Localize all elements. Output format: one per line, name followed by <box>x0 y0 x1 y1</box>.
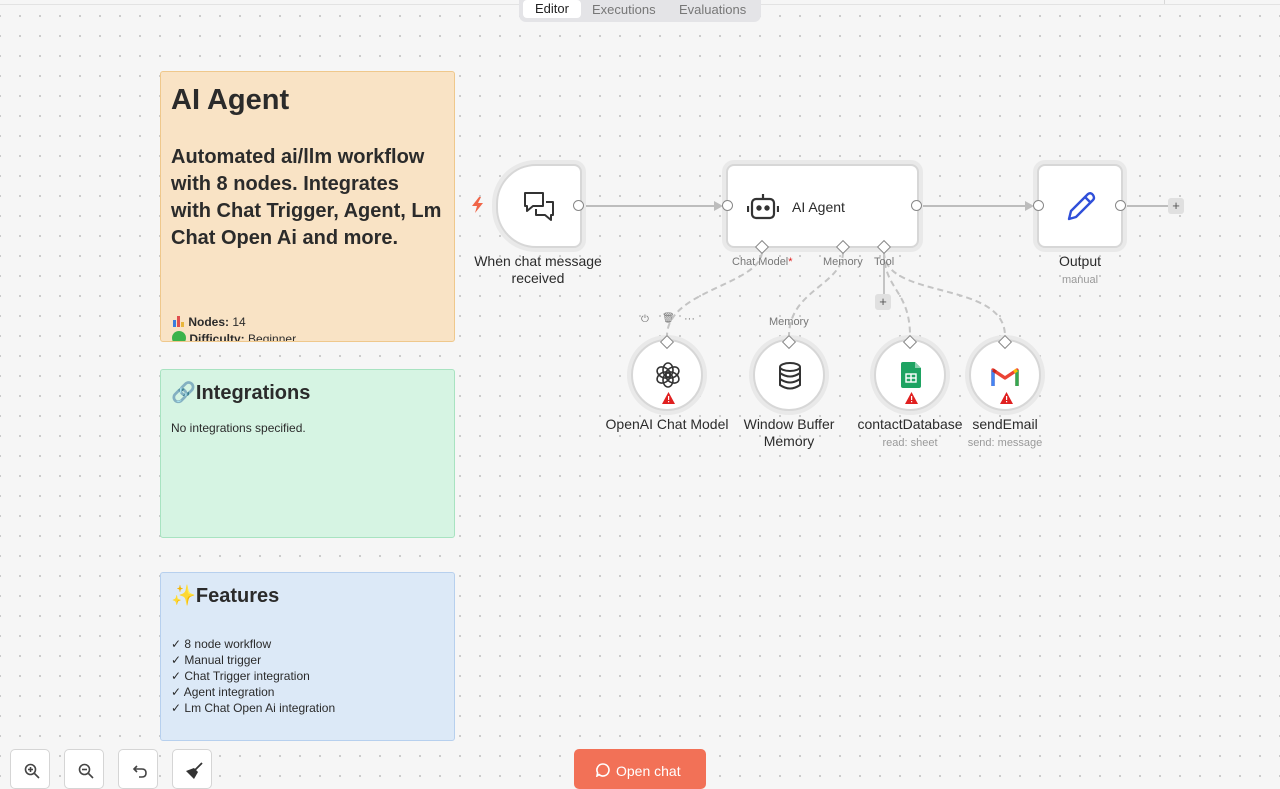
note-features-title: Features <box>195 585 280 607</box>
gmail-icon <box>991 366 1019 391</box>
zoom-out-button[interactable] <box>64 749 104 789</box>
list-item: Lm Chat Open Ai integration <box>171 700 444 716</box>
google-sheets-icon <box>901 362 921 393</box>
undo-icon <box>132 763 148 784</box>
zoom-out-icon <box>78 763 94 784</box>
note-agent-description: Automated ai/llm workflow with 8 nodes. … <box>171 146 442 249</box>
port-label-chat-model: Chat Model* <box>732 256 793 268</box>
difficulty-stat: Difficulty: Beginner <box>172 331 297 342</box>
node-ai-agent[interactable]: AI Agent <box>726 164 919 248</box>
node-openai-chat-model[interactable] <box>631 339 703 411</box>
port-chat-model-text: Chat Model <box>732 256 789 268</box>
link-icon: 🔗 <box>171 382 196 404</box>
note-integrations-text: No integrations specified. <box>171 421 306 435</box>
tidy-up-button[interactable] <box>172 749 212 789</box>
output-input-handle[interactable] <box>1033 200 1044 211</box>
agent-node-label: AI Agent <box>792 199 845 215</box>
trigger-output-handle[interactable] <box>573 200 584 211</box>
view-tabs: Editor Executions Evaluations <box>519 0 761 22</box>
robot-icon <box>746 192 780 227</box>
openai-icon <box>654 361 682 394</box>
list-item: Agent integration <box>171 684 444 700</box>
bar-chart-icon <box>172 315 185 327</box>
zoom-in-icon <box>24 763 40 784</box>
warning-icon <box>905 391 918 409</box>
output-sublabel: manual <box>1061 274 1099 286</box>
tab-editor[interactable]: Editor <box>523 0 581 18</box>
node-window-buffer-memory[interactable] <box>753 339 825 411</box>
open-chat-button[interactable]: Open chat <box>574 749 706 789</box>
node-output[interactable] <box>1037 164 1123 248</box>
port-label-tool: Tool <box>874 256 895 268</box>
pencil-icon <box>1064 190 1098 229</box>
sticky-note-features[interactable]: ✨Features 8 node workflow Manual trigger… <box>160 572 455 741</box>
chat-bubbles-icon <box>522 190 556 229</box>
email-label: sendEmail <box>972 416 1038 432</box>
trigger-label-line1: When chat message <box>474 253 602 269</box>
sticky-note-ai-agent[interactable]: AI Agent Automated ai/llm workflow with … <box>160 71 455 342</box>
contact-label: contactDatabase <box>857 416 963 432</box>
nodes-stat-label: Nodes: <box>188 315 230 329</box>
more-icon[interactable]: ··· <box>684 313 695 325</box>
agent-output-handle[interactable] <box>911 200 922 211</box>
power-icon[interactable]: ⏻ <box>641 314 649 325</box>
memory-label-line2: Memory <box>763 433 815 449</box>
connection-tool-email <box>883 251 1006 337</box>
nodes-stat: Nodes: 14 <box>172 315 246 329</box>
port-label-memory: Memory <box>823 256 863 268</box>
agent-input-handle[interactable] <box>722 200 733 211</box>
tab-evaluations[interactable]: Evaluations <box>679 2 747 17</box>
nodes-stat-value: 14 <box>232 315 246 329</box>
add-node-button[interactable]: + <box>1168 198 1184 214</box>
memory-label: Window Buffer Memory <box>729 416 849 450</box>
canvas-top-divider <box>1164 0 1165 4</box>
node-contact-database[interactable] <box>874 339 946 411</box>
open-chat-label: Open chat <box>616 763 681 779</box>
difficulty-stat-value: Beginner <box>248 332 297 342</box>
broom-icon <box>185 762 203 785</box>
memory-port-label: Memory <box>769 316 809 328</box>
database-icon <box>778 362 802 395</box>
node-send-email[interactable] <box>969 339 1041 411</box>
output-output-handle[interactable] <box>1115 200 1126 211</box>
difficulty-stat-label: Difficulty: <box>189 332 245 342</box>
output-label: Output <box>1058 253 1102 269</box>
trash-icon[interactable]: 🗑 <box>662 313 675 324</box>
email-sublabel: send: message <box>967 437 1043 449</box>
trigger-label-line2: received <box>511 270 565 286</box>
list-item: 8 node workflow <box>171 636 444 652</box>
note-agent-title: AI Agent <box>171 84 290 116</box>
warning-icon <box>1000 391 1013 409</box>
sticky-note-integrations[interactable]: 🔗Integrations No integrations specified. <box>160 369 455 538</box>
features-list: 8 node workflow Manual trigger Chat Trig… <box>171 636 444 716</box>
chat-icon <box>595 763 610 780</box>
contact-sublabel: read: sheet <box>882 437 938 449</box>
memory-label-line1: Window Buffer <box>743 416 835 432</box>
trigger-bolt-icon <box>471 197 485 218</box>
list-item: Manual trigger <box>171 652 444 668</box>
tab-executions[interactable]: Executions <box>592 2 656 17</box>
note-integrations-title: Integrations <box>195 382 311 404</box>
sparkles-icon: ✨ <box>171 585 196 607</box>
openai-label: OpenAI Chat Model <box>605 416 729 432</box>
undo-button[interactable] <box>118 749 158 789</box>
green-circle-icon <box>172 331 186 341</box>
warning-icon <box>662 391 675 409</box>
trigger-label: When chat message received <box>468 253 608 287</box>
add-tool-button[interactable]: + <box>875 294 891 310</box>
required-marker: * <box>788 256 793 268</box>
zoom-in-button[interactable] <box>10 749 50 789</box>
node-chat-trigger[interactable] <box>496 164 582 248</box>
list-item: Chat Trigger integration <box>171 668 444 684</box>
